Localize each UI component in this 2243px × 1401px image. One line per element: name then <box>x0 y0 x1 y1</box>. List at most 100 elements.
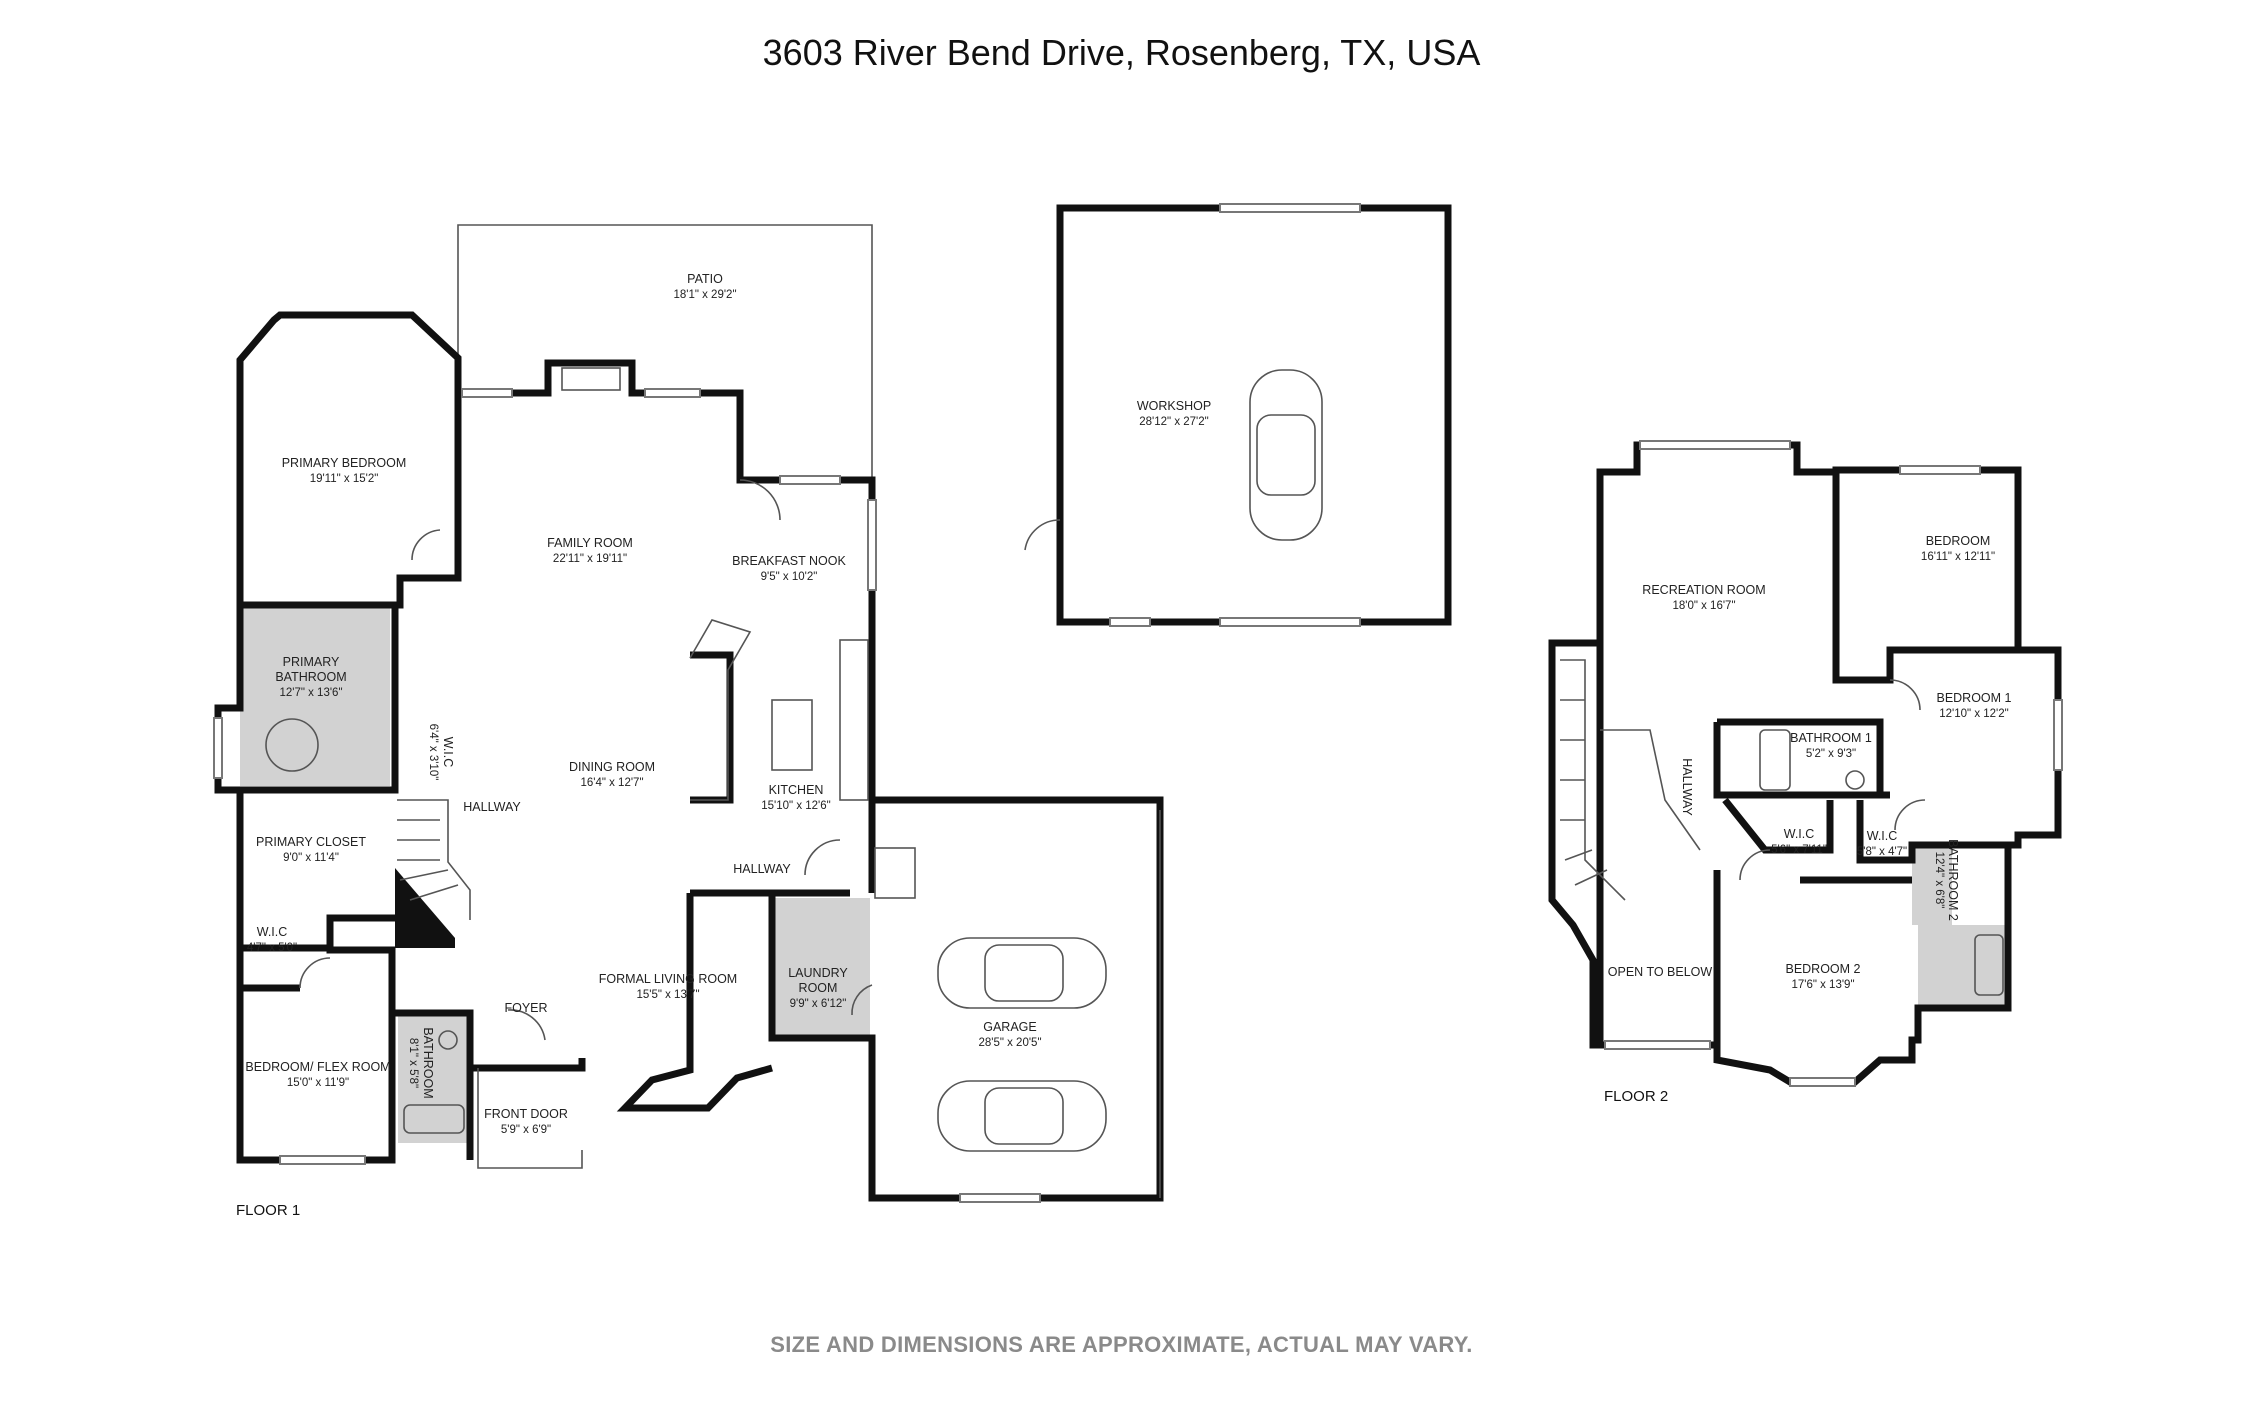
room-name: BATHROOM <box>421 1027 435 1098</box>
wall-bath-closet <box>240 608 399 794</box>
room-dims: 15'5" x 13'7" <box>636 989 699 1001</box>
exterior-wall-primary-bedroom <box>236 311 462 605</box>
floor-label: FLOOR 1 <box>236 1202 300 1219</box>
room-name: GARAGE <box>983 1020 1037 1034</box>
room-name: W.I.C <box>257 925 288 939</box>
room-name: OPEN TO BELOW <box>1608 965 1713 979</box>
fireplace <box>561 367 621 391</box>
room-dims: 4'7" x 5'0" <box>247 942 297 954</box>
room-name: PRIMARY BEDROOM <box>282 456 407 470</box>
tub-icon <box>1759 729 1791 791</box>
room-dims: 15'10" x 12'6" <box>761 800 830 812</box>
room-name: W.I.C <box>441 737 455 768</box>
window <box>213 717 223 779</box>
room-labels: PATIO 18'1" x 29'2" PRIMARY BEDROOM 19'1… <box>236 272 2012 1219</box>
floor-label: FLOOR 2 <box>1604 1088 1668 1105</box>
bathroom-floor <box>398 1013 470 1143</box>
garage-steps <box>874 847 916 899</box>
door-swing <box>1894 799 1926 831</box>
room-name: BATHROOM 1 <box>1790 731 1872 745</box>
door-swing <box>299 957 331 989</box>
room-name: HALLWAY <box>463 800 521 814</box>
room-dims: 28'12" x 27'2" <box>1139 416 1208 428</box>
hallway-railing <box>1600 729 1701 851</box>
room-dims: 15'0" x 11'9" <box>287 1077 349 1089</box>
window <box>279 1155 366 1165</box>
wall-flex-top <box>326 946 396 1013</box>
tub-icon <box>403 1104 465 1134</box>
room-dims: 18'1" x 29'2" <box>673 289 736 301</box>
room-dims: 5'8" x 4'7" <box>1857 846 1907 858</box>
room-name: RECREATION ROOM <box>1642 583 1765 597</box>
room-name: FORMAL LIVING ROOM <box>599 972 737 986</box>
patio-outline <box>457 224 873 480</box>
wall-wic-2 <box>1856 800 2008 864</box>
room-dims: 6'4" x 3'10" <box>427 724 439 781</box>
room-name: BREAKFAST NOOK <box>732 554 846 568</box>
window <box>1789 1077 1856 1087</box>
floor-1-plan <box>213 224 1164 1203</box>
room-name: ROOM <box>799 981 838 995</box>
workshop-plan <box>1024 203 1452 627</box>
room-dims: 12'10" x 12'2" <box>1939 708 2008 720</box>
tub-icon <box>1974 934 2004 996</box>
room-name: HALLWAY <box>733 862 791 876</box>
room-name: W.I.C <box>1784 827 1815 841</box>
window <box>1604 1040 1711 1050</box>
room-name: HALLWAY <box>1680 758 1694 816</box>
room-name: PATIO <box>687 272 723 286</box>
workshop-door <box>1219 203 1361 213</box>
wall-wic <box>1722 797 1834 854</box>
exterior-wall-east <box>458 359 1164 1202</box>
room-dims: 5'2" x 9'3" <box>1806 748 1856 760</box>
room-dims: 18'0" x 16'7" <box>1672 600 1735 612</box>
room-dims: 28'5" x 20'5" <box>978 1037 1041 1049</box>
window <box>1109 617 1151 627</box>
room-name: FAMILY ROOM <box>547 536 633 550</box>
room-dims: 16'4" x 12'7" <box>580 777 643 789</box>
floor-2-stair-wall <box>1548 639 1600 1049</box>
wall-bedroom <box>1832 470 2018 684</box>
room-name: BATHROOM 2 <box>1946 839 1960 921</box>
door-swing <box>739 479 781 521</box>
kitchen-island-wall <box>690 651 734 804</box>
bathroom-2-floor <box>1918 925 2008 1010</box>
door-swing <box>1739 849 1771 881</box>
front-door-swing <box>507 1009 546 1041</box>
room-dims: 9'0" x 11'4" <box>283 852 339 864</box>
floor-2-stairs <box>1560 659 1626 901</box>
tub-icon <box>265 718 319 772</box>
door-swing <box>411 529 441 561</box>
room-name: PRIMARY <box>283 655 340 669</box>
room-name: BATHROOM <box>275 670 346 684</box>
wall-bath-bottom <box>1713 722 1880 799</box>
room-dims: 5'9" x 6'9" <box>501 1124 551 1136</box>
front-porch-outline <box>477 1068 583 1169</box>
room-name: BEDROOM/ FLEX ROOM <box>245 1060 390 1074</box>
room-dims: 16'11" x 12'11" <box>1921 551 1995 563</box>
window <box>644 388 701 398</box>
window <box>959 1193 1041 1203</box>
car-icon <box>1249 369 1323 541</box>
kitchen-island <box>771 699 813 771</box>
room-name: WORKSHOP <box>1137 399 1211 413</box>
room-dims: 9'9" x 6'12" <box>790 998 847 1010</box>
room-name: BEDROOM 1 <box>1936 691 2011 705</box>
door-swing <box>804 839 841 876</box>
room-name: FOYER <box>504 1001 547 1015</box>
page-title: 3603 River Bend Drive, Rosenberg, TX, US… <box>762 32 1481 73</box>
laundry-room-floor <box>772 898 870 1038</box>
window <box>461 388 513 398</box>
door-swing <box>851 984 873 1016</box>
room-name: BEDROOM 2 <box>1785 962 1860 976</box>
room-name: W.I.C <box>1867 829 1898 843</box>
room-name: KITCHEN <box>769 783 824 797</box>
room-dims: 22'11" x 19'11" <box>553 553 627 565</box>
kitchen-counter-east <box>839 639 869 801</box>
workshop-door <box>1219 617 1361 627</box>
exterior-wall-west <box>214 393 474 1164</box>
floor-1-stairs <box>397 799 471 920</box>
workshop-walls <box>1056 204 1452 626</box>
floor-2-plan <box>1548 440 2063 1087</box>
